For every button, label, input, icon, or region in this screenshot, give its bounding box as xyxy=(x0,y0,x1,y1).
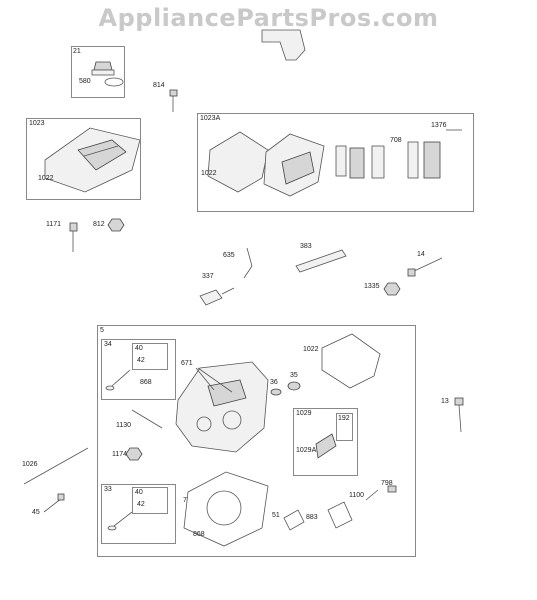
label-1022-c: 1022 xyxy=(303,346,319,353)
label-635: 635 xyxy=(223,252,235,259)
nut-1335-part xyxy=(383,282,401,296)
box-33 xyxy=(101,484,176,544)
label-1029: 1029 xyxy=(296,410,312,417)
nut-812-part xyxy=(107,218,125,232)
label-1174: 1174 xyxy=(112,451,128,458)
part-798 xyxy=(387,485,397,493)
label-40-b: 40 xyxy=(135,489,143,496)
label-1023A: 1023A xyxy=(200,115,221,122)
label-40-a: 40 xyxy=(135,345,143,352)
label-708: 708 xyxy=(390,137,402,144)
breather-tube-635-part xyxy=(243,247,253,279)
label-812: 812 xyxy=(93,221,105,228)
label-5: 5 xyxy=(100,327,104,334)
label-798: 798 xyxy=(381,480,393,487)
label-14: 14 xyxy=(417,251,425,258)
bracket-383-part xyxy=(295,249,347,273)
label-1029A: 1029A xyxy=(296,447,317,454)
valve-33-part xyxy=(107,511,133,531)
head-gasket-part xyxy=(183,471,269,547)
bracket-part xyxy=(261,29,306,61)
rocker-arm-part xyxy=(315,433,337,459)
box-192 xyxy=(336,413,353,441)
label-580: 580 xyxy=(79,78,91,85)
valve-cover-1023-part xyxy=(44,127,141,193)
label-1130: 1130 xyxy=(116,422,132,429)
label-868-b: 868 xyxy=(193,531,205,538)
box-21 xyxy=(71,46,125,98)
box-1023 xyxy=(26,118,141,200)
screw-814-part xyxy=(169,89,178,112)
label-814: 814 xyxy=(153,82,165,89)
seal-36-part xyxy=(270,388,282,396)
label-42-b: 42 xyxy=(137,501,145,508)
label-51: 51 xyxy=(272,512,280,519)
box-1029 xyxy=(293,408,358,476)
label-1026: 1026 xyxy=(22,461,38,468)
label-33: 33 xyxy=(104,486,112,493)
label-36: 36 xyxy=(270,379,278,386)
label-883: 883 xyxy=(306,514,318,521)
seal-35-part xyxy=(287,381,301,391)
gasket-51-part xyxy=(283,509,305,531)
watermark: AppliancePartsPros.com xyxy=(98,4,439,32)
label-192: 192 xyxy=(338,415,350,422)
label-671: 671 xyxy=(181,360,193,367)
leader-lines xyxy=(195,367,233,393)
nut-1174-part xyxy=(125,447,143,461)
stud-1171-part xyxy=(69,222,78,252)
gasket-1022-part xyxy=(321,333,381,389)
stud-1100-part xyxy=(365,489,379,501)
valve-cover-1023A-parts xyxy=(207,129,462,197)
tube-1026-part xyxy=(23,447,89,485)
label-34: 34 xyxy=(104,341,112,348)
label-1335: 1335 xyxy=(364,283,380,290)
box-34 xyxy=(101,339,176,400)
label-42-a: 42 xyxy=(137,357,145,364)
label-1023: 1023 xyxy=(29,120,45,127)
label-383: 383 xyxy=(300,243,312,250)
bolt-13-part xyxy=(454,397,464,433)
box-5 xyxy=(97,325,416,557)
label-7: 7 xyxy=(183,497,187,504)
label-868-a: 868 xyxy=(140,379,152,386)
label-1022-a: 1022 xyxy=(38,175,54,182)
box-40a xyxy=(132,343,168,370)
label-1022-b: 1022 xyxy=(201,170,217,177)
push-rod-part xyxy=(131,409,163,429)
oil-fill-cap-part xyxy=(91,61,124,87)
bolt-14-part xyxy=(407,257,443,277)
label-21: 21 xyxy=(73,48,81,55)
valve-34-part xyxy=(105,369,131,391)
label-1100: 1100 xyxy=(349,492,365,499)
label-13: 13 xyxy=(441,398,449,405)
label-1376: 1376 xyxy=(431,122,447,129)
label-45: 45 xyxy=(32,509,40,516)
bolt-45-part xyxy=(43,493,65,513)
box-1023A xyxy=(197,113,474,212)
spark-plug-part xyxy=(199,287,235,306)
gasket-883-part xyxy=(327,501,353,529)
label-35: 35 xyxy=(290,372,298,379)
label-337: 337 xyxy=(202,273,214,280)
cylinder-head-part xyxy=(175,361,269,453)
label-1171: 1171 xyxy=(46,221,62,228)
box-40b xyxy=(132,487,168,514)
